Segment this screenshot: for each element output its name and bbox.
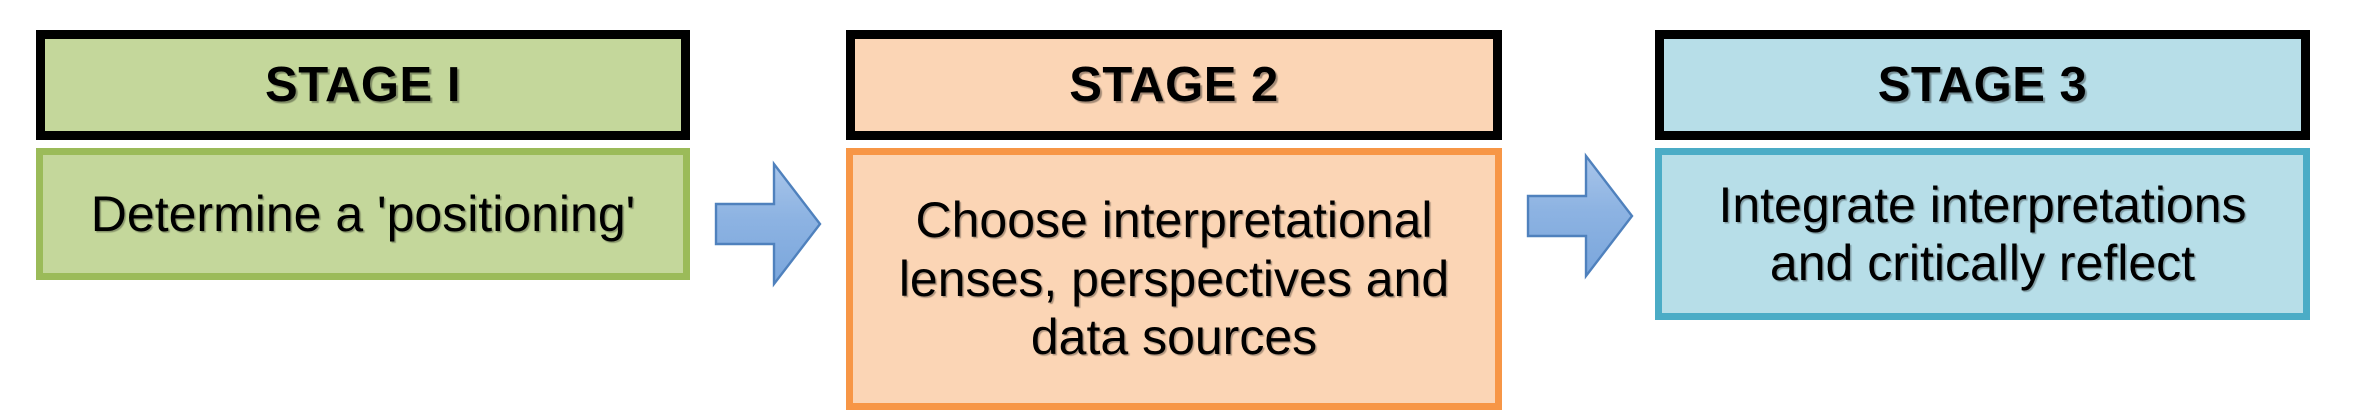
connector-arrow-1 (714, 160, 822, 288)
stage-2-body-label: Choose interpretational lenses, perspect… (898, 192, 1450, 366)
stage-1-header-label: STAGE I (265, 57, 461, 112)
right-arrow-icon (1526, 152, 1634, 280)
stage-1-header: STAGE I (36, 30, 690, 140)
right-arrow-icon (714, 160, 822, 288)
stage-1-body: Determine a 'positioning' (36, 148, 690, 280)
stage-2-body: Choose interpretational lenses, perspect… (846, 148, 1502, 410)
stage-3-body: Integrate interpretations and critically… (1655, 148, 2310, 320)
stage-3-header: STAGE 3 (1655, 30, 2310, 140)
stage-1-body-label: Determine a 'positioning' (90, 185, 636, 242)
stage-2-header-label: STAGE 2 (1069, 57, 1279, 112)
connector-arrow-2 (1526, 152, 1634, 280)
stage-3-body-label: Integrate interpretations and critically… (1718, 176, 2247, 292)
stage-3-header-label: STAGE 3 (1877, 57, 2088, 112)
stage-2-header: STAGE 2 (846, 30, 1502, 140)
